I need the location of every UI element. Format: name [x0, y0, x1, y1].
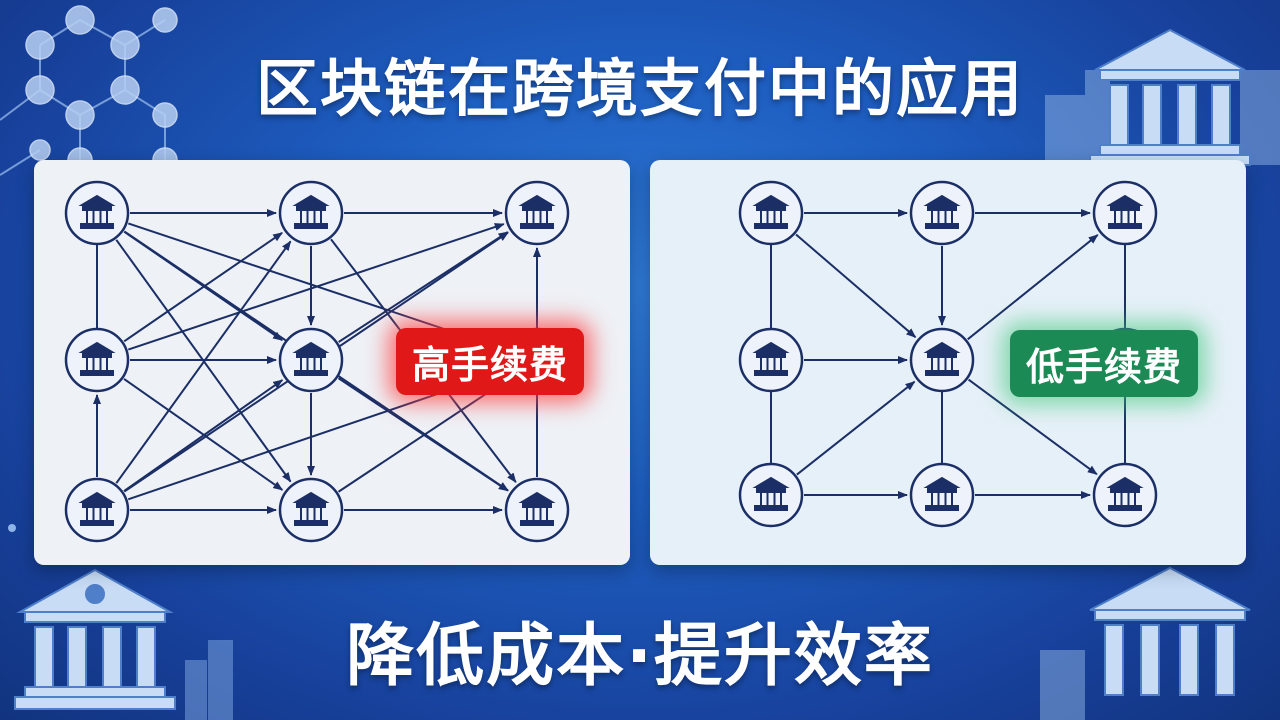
payment-edge	[127, 223, 505, 351]
bank-node	[909, 327, 975, 393]
bank-icon	[292, 341, 330, 376]
edges	[93, 209, 541, 514]
bank-icon	[292, 194, 330, 229]
bank-icon	[752, 194, 790, 229]
bank-node	[738, 327, 804, 393]
payment-edge	[796, 380, 916, 476]
bank-node	[278, 477, 344, 543]
bank-icon	[1106, 194, 1144, 229]
bank-node	[64, 180, 130, 246]
low-fee-network-panel: 低手续费	[650, 160, 1246, 565]
building-icon	[1045, 70, 1280, 165]
payment-edge	[123, 231, 283, 343]
bank-node	[1092, 180, 1158, 246]
slogan: 降低成本·提升效率	[346, 617, 934, 696]
payment-edge	[337, 378, 509, 493]
payment-edge	[967, 378, 1098, 476]
bank-node	[738, 180, 804, 246]
bank-node	[278, 180, 344, 246]
bank-icon	[752, 476, 790, 511]
bank-node	[64, 477, 130, 543]
bank-icon	[923, 476, 961, 511]
nodes	[64, 180, 570, 543]
page-title: 区块链在跨境支付中的应用	[255, 52, 1024, 125]
payment-edge	[795, 233, 917, 338]
payment-edge	[338, 231, 509, 343]
building-icon	[1040, 650, 1085, 720]
bank-node	[504, 477, 570, 543]
building-icon	[185, 640, 233, 720]
bank-icon	[923, 194, 961, 229]
edges	[770, 209, 1126, 499]
bank-icon	[1089, 566, 1251, 696]
payment-edge	[123, 379, 284, 492]
low-fee-badge: 低手续费	[1010, 330, 1199, 397]
bank-icon	[1106, 476, 1144, 511]
high-fee-badge: 高手续费	[396, 328, 585, 395]
bank-node	[738, 462, 804, 528]
bank-node	[504, 180, 570, 246]
high-fee-network-panel: 高手续费	[34, 160, 630, 565]
bank-icon	[923, 341, 961, 376]
bank-node	[909, 180, 975, 246]
bank-icon	[518, 194, 556, 229]
bank-icon	[752, 341, 790, 376]
bank-icon	[292, 491, 330, 526]
bank-node	[278, 327, 344, 393]
bank-icon	[14, 568, 176, 710]
payment-edge	[115, 240, 292, 484]
dense-network-diagram	[64, 180, 570, 543]
bank-icon	[78, 341, 116, 376]
bank-node	[909, 462, 975, 528]
payment-edge	[967, 234, 1099, 341]
bank-icon	[518, 491, 556, 526]
bank-node	[1092, 462, 1158, 528]
bank-icon	[78, 194, 116, 229]
bank-icon	[78, 491, 116, 526]
bank-node	[64, 327, 130, 393]
